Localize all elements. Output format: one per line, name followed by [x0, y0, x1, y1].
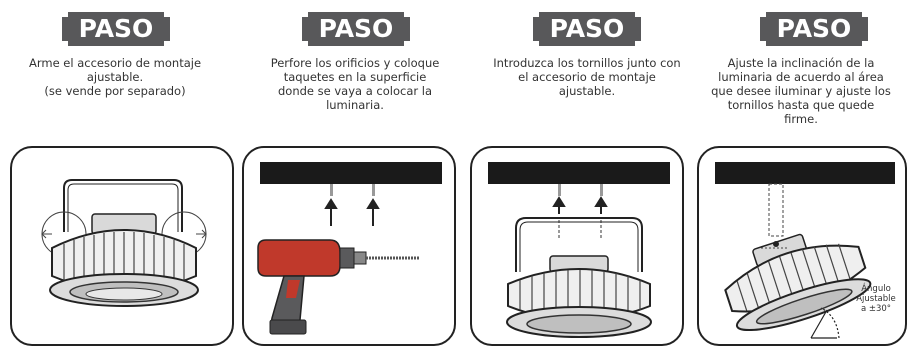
up-arrow-icon [552, 196, 608, 214]
step-2: PASO 2 Perfore los orificios y coloque t… [228, 0, 455, 348]
angle-label-line-2: Ajustable [856, 294, 896, 304]
step-3-line-2: el accesorio de montaje [518, 70, 656, 84]
step-4-panel: Ángulo Ajustable a ±30° [697, 146, 907, 346]
angle-icon [810, 307, 840, 339]
step-1-panel [10, 146, 234, 346]
angle-label-line-1: Ángulo [861, 284, 891, 294]
step-1-illustration [41, 179, 207, 307]
step-1-line-1: Arme el accesorio de montaje [28, 56, 202, 70]
step-1-badge: PASO 1 [62, 12, 170, 77]
step-4-badge: PASO 4 [760, 12, 868, 77]
angle-label-line-3: a ±30° [860, 304, 892, 314]
ceiling-surface [488, 162, 670, 184]
step-1-line-2: ajustable. [86, 70, 144, 84]
step-1-caption: Arme el accesorio de montaje ajustable. … [6, 56, 224, 98]
step-3-line-3: ajustable. [558, 84, 616, 98]
up-arrow-icon [324, 198, 380, 226]
step-4-line-4: tornillos hasta que quede [727, 98, 875, 112]
step-4-caption: Ajuste la inclinación de la luminaria de… [692, 56, 909, 126]
step-3-illustration [488, 162, 670, 338]
step-3-line-1: Introduzca los tornillos junto con [493, 56, 681, 70]
step-3-badge: PASO 3 [533, 12, 641, 77]
step-2-line-1: Perfore los orificios y coloque [270, 56, 440, 70]
step-3-caption: Introduzca los tornillos junto con el ac… [469, 56, 705, 98]
step-2-caption: Perfore los orificios y coloque taquetes… [242, 56, 468, 112]
step-2-illustration [257, 162, 442, 335]
step-3: PASO 3 Introduzca los tornillos junto co… [455, 0, 682, 348]
angle-label: Ángulo Ajustable a ±30° [847, 284, 905, 314]
step-4: PASO 4 Ajuste la inclinación de la lumin… [682, 0, 909, 348]
step-3-panel [470, 146, 684, 346]
step-4-line-2: luminaria de acuerdo al área [718, 70, 884, 84]
step-2-line-4: luminaria. [326, 98, 384, 112]
step-1: PASO 1 Arme el accesorio de montaje ajus… [0, 0, 227, 348]
step-2-panel [242, 146, 456, 346]
step-4-line-1: Ajuste la inclinación de la [727, 56, 875, 70]
step-4-line-3: que desee iluminar y ajuste los [711, 84, 891, 98]
step-2-badge: PASO 2 [302, 12, 410, 77]
ceiling-surface [715, 162, 895, 184]
step-2-line-3: donde se vaya a colocar la [277, 84, 433, 98]
drill-icon [257, 239, 420, 335]
step-1-line-3: (se vende por separado) [44, 84, 186, 98]
step-4-line-5: firme. [784, 112, 818, 126]
ceiling-surface [260, 162, 442, 184]
step-2-line-2: taquetes en la superficie [283, 70, 427, 84]
step-4-illustration [715, 162, 895, 339]
